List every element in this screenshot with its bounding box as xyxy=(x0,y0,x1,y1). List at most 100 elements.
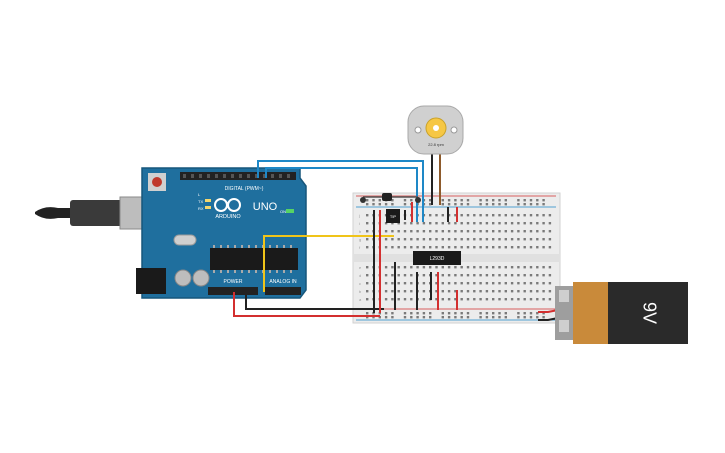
breadboard-hole[interactable] xyxy=(366,238,369,241)
breadboard-hole[interactable] xyxy=(492,312,495,315)
breadboard-hole[interactable] xyxy=(473,222,476,225)
breadboard-hole[interactable] xyxy=(536,316,539,319)
breadboard-hole[interactable] xyxy=(479,246,482,249)
breadboard-hole[interactable] xyxy=(492,230,495,233)
breadboard-hole[interactable] xyxy=(384,312,388,315)
breadboard-hole[interactable] xyxy=(416,316,419,319)
breadboard-hole[interactable] xyxy=(510,274,514,277)
breadboard-hole[interactable] xyxy=(498,312,501,315)
breadboard-hole[interactable] xyxy=(384,203,388,206)
breadboard-hole[interactable] xyxy=(485,266,489,269)
breadboard-hole[interactable] xyxy=(479,316,482,319)
breadboard-hole[interactable] xyxy=(366,266,369,269)
breadboard-hole[interactable] xyxy=(466,214,470,217)
breadboard-hole[interactable] xyxy=(542,274,545,277)
breadboard-hole[interactable] xyxy=(548,214,552,217)
breadboard-hole[interactable] xyxy=(523,282,526,285)
breadboard-hole[interactable] xyxy=(466,312,470,315)
breadboard-hole[interactable] xyxy=(454,282,457,285)
breadboard-hole[interactable] xyxy=(384,246,388,249)
breadboard-hole[interactable] xyxy=(429,316,432,319)
breadboard-hole[interactable] xyxy=(529,214,533,217)
breadboard-hole[interactable] xyxy=(429,266,432,269)
breadboard-hole[interactable] xyxy=(416,230,419,233)
breadboard-hole[interactable] xyxy=(384,238,388,241)
breadboard-hole[interactable] xyxy=(441,246,444,249)
breadboard-hole[interactable] xyxy=(542,316,545,319)
breadboard-hole[interactable] xyxy=(454,203,457,206)
breadboard-hole[interactable] xyxy=(384,290,388,293)
breadboard-hole[interactable] xyxy=(435,266,438,269)
breadboard-hole[interactable] xyxy=(485,222,489,225)
breadboard-hole[interactable] xyxy=(378,316,381,319)
breadboard-hole[interactable] xyxy=(517,312,520,315)
breadboard-hole[interactable] xyxy=(366,199,369,202)
breadboard-hole[interactable] xyxy=(498,316,501,319)
breadboard-hole[interactable] xyxy=(403,274,407,277)
red-5v-wire[interactable] xyxy=(233,292,380,317)
breadboard-hole[interactable] xyxy=(410,312,413,315)
breadboard-hole[interactable] xyxy=(403,203,407,206)
breadboard-hole[interactable] xyxy=(441,266,444,269)
breadboard-hole[interactable] xyxy=(510,222,514,225)
breadboard-hole[interactable] xyxy=(485,246,489,249)
breadboard-hole[interactable] xyxy=(523,203,526,206)
breadboard-hole[interactable] xyxy=(447,222,451,225)
breadboard-hole[interactable] xyxy=(492,266,495,269)
breadboard-hole[interactable] xyxy=(504,298,507,301)
breadboard-hole[interactable] xyxy=(441,316,444,319)
breadboard-hole[interactable] xyxy=(435,282,438,285)
breadboard-hole[interactable] xyxy=(372,316,375,319)
breadboard-hole[interactable] xyxy=(366,282,369,285)
breadboard-hole[interactable] xyxy=(529,316,533,319)
breadboard-hole[interactable] xyxy=(542,312,545,315)
breadboard-hole[interactable] xyxy=(517,246,520,249)
breadboard-hole[interactable] xyxy=(529,266,533,269)
breadboard-hole[interactable] xyxy=(416,266,419,269)
breadboard-hole[interactable] xyxy=(454,274,457,277)
breadboard-hole[interactable] xyxy=(366,316,369,319)
breadboard-hole[interactable] xyxy=(441,214,444,217)
breadboard-hole[interactable] xyxy=(529,298,533,301)
breadboard-hole[interactable] xyxy=(447,316,451,319)
transistor[interactable]: TIP xyxy=(386,209,400,223)
breadboard-hole[interactable] xyxy=(366,290,369,293)
breadboard-hole[interactable] xyxy=(403,298,407,301)
breadboard-hole[interactable] xyxy=(429,230,432,233)
breadboard-hole[interactable] xyxy=(466,298,470,301)
breadboard-hole[interactable] xyxy=(485,298,489,301)
breadboard-hole[interactable] xyxy=(523,312,526,315)
breadboard-hole[interactable] xyxy=(492,203,495,206)
breadboard-hole[interactable] xyxy=(460,266,463,269)
breadboard-hole[interactable] xyxy=(504,222,507,225)
breadboard-hole[interactable] xyxy=(441,203,444,206)
breadboard-hole[interactable] xyxy=(523,298,526,301)
breadboard-hole[interactable] xyxy=(384,274,388,277)
breadboard-hole[interactable] xyxy=(422,238,426,241)
breadboard-hole[interactable] xyxy=(403,266,407,269)
breadboard-hole[interactable] xyxy=(498,222,501,225)
breadboard-hole[interactable] xyxy=(536,222,539,225)
breadboard-hole[interactable] xyxy=(391,266,394,269)
breadboard-hole[interactable] xyxy=(454,290,457,293)
breadboard-hole[interactable] xyxy=(517,230,520,233)
breadboard-hole[interactable] xyxy=(548,266,552,269)
breadboard-hole[interactable] xyxy=(510,246,514,249)
breadboard-hole[interactable] xyxy=(460,290,463,293)
breadboard-hole[interactable] xyxy=(492,274,495,277)
breadboard-hole[interactable] xyxy=(542,266,545,269)
breadboard-hole[interactable] xyxy=(454,199,457,202)
breadboard-hole[interactable] xyxy=(391,312,394,315)
breadboard-hole[interactable] xyxy=(548,274,552,277)
breadboard-hole[interactable] xyxy=(479,282,482,285)
breadboard-hole[interactable] xyxy=(397,290,400,293)
breadboard-hole[interactable] xyxy=(536,238,539,241)
breadboard-hole[interactable] xyxy=(447,199,451,202)
breadboard-hole[interactable] xyxy=(384,222,388,225)
breadboard-hole[interactable] xyxy=(441,230,444,233)
breadboard-hole[interactable] xyxy=(473,298,476,301)
breadboard-hole[interactable] xyxy=(410,282,413,285)
breadboard-hole[interactable] xyxy=(416,246,419,249)
breadboard-hole[interactable] xyxy=(510,230,514,233)
breadboard-hole[interactable] xyxy=(441,238,444,241)
